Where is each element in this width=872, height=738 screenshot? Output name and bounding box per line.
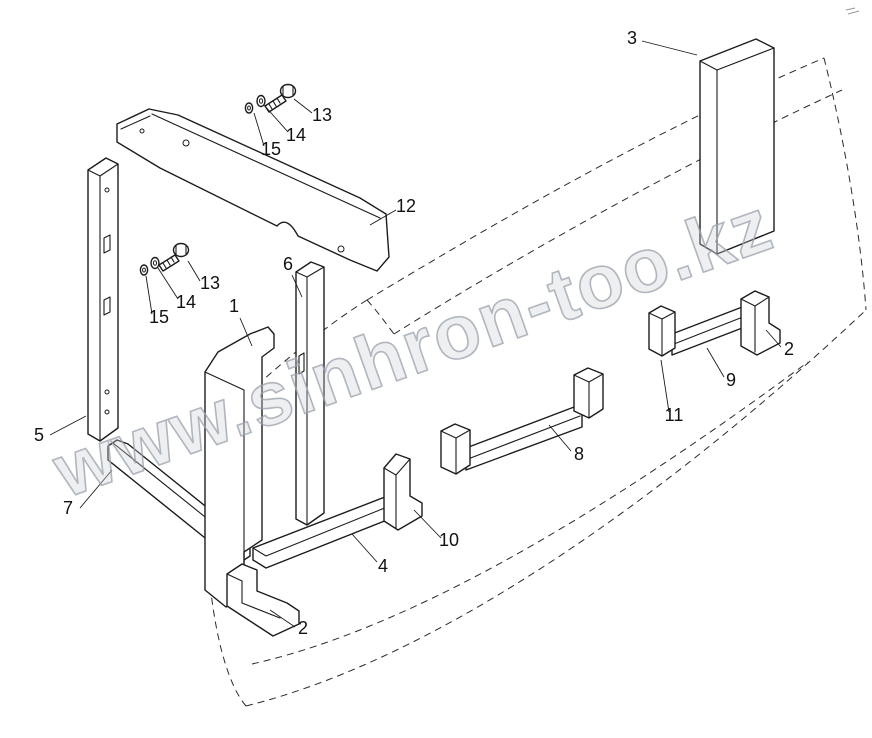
leader-lines xyxy=(49,40,782,628)
panel-hole xyxy=(337,245,345,253)
part-3-right-upright xyxy=(699,38,775,255)
leader-part14-top xyxy=(263,104,289,133)
leader-part6 xyxy=(291,274,303,298)
part-5-left-strip xyxy=(87,157,119,442)
leader-part1 xyxy=(239,317,253,347)
part-11-spacer-block xyxy=(648,305,676,357)
screw-13-top xyxy=(264,83,297,113)
leader-part9 xyxy=(706,347,725,378)
part-8-centre-bar xyxy=(440,367,604,475)
part-12-upper-panel xyxy=(116,108,390,272)
callout-part2-bottom: 2 xyxy=(298,618,308,638)
leader-part4 xyxy=(351,533,378,563)
panel-hole xyxy=(182,139,190,147)
callout-part15-mid: 15 xyxy=(149,307,169,327)
strip-hole xyxy=(104,409,110,415)
part-9-right-bar xyxy=(671,303,751,356)
callout-part3: 3 xyxy=(627,28,637,48)
callout-part13-mid: 13 xyxy=(200,273,220,293)
callout-part1: 1 xyxy=(229,296,239,316)
leader-part14-mid xyxy=(157,267,179,300)
corner-marking xyxy=(845,7,860,15)
callout-part6: 6 xyxy=(283,254,293,274)
panel-hole xyxy=(139,128,145,134)
part-2-bottom-bracket xyxy=(226,563,300,637)
callout-part8: 8 xyxy=(574,444,584,464)
part-6-narrow-upright xyxy=(295,261,325,526)
strip-hole xyxy=(104,389,110,395)
callout-part12: 12 xyxy=(396,196,416,216)
leader-part13-top xyxy=(293,98,313,114)
washer-14-top xyxy=(256,94,266,108)
callout-part2-right: 2 xyxy=(784,339,794,359)
leader-part15-top xyxy=(253,112,265,147)
leader-part10 xyxy=(413,509,442,539)
leader-part3 xyxy=(641,40,698,56)
part-10-riser-bracket xyxy=(383,453,423,531)
leader-part7 xyxy=(79,469,113,509)
strip-hole xyxy=(104,187,110,193)
callout-part9: 9 xyxy=(726,370,736,390)
part-2-right-bracket xyxy=(740,290,781,356)
washer-15-top xyxy=(244,102,254,114)
callout-part14-mid: 14 xyxy=(176,292,196,312)
part-4-cross-bar xyxy=(252,496,398,569)
callout-part4: 4 xyxy=(378,556,388,576)
leader-part2-right xyxy=(765,329,782,348)
washer-15-mid xyxy=(139,264,149,276)
callout-part11: 11 xyxy=(665,405,684,425)
callout-part15-top: 15 xyxy=(261,139,281,159)
callout-part10: 10 xyxy=(439,530,459,550)
washer-14-mid xyxy=(150,256,160,270)
callout-part13-top: 13 xyxy=(312,105,332,125)
leader-part11 xyxy=(660,359,670,413)
leader-part13-mid xyxy=(187,260,201,282)
leader-part2-bottom xyxy=(269,609,296,628)
leader-part15-mid xyxy=(145,275,153,315)
screw-13-mid xyxy=(158,242,190,272)
leader-part5 xyxy=(49,415,87,436)
callout-part7: 7 xyxy=(63,498,73,518)
callout-labels: 3 12 13 14 15 6 1 13 14 15 5 7 4 10 2 8 … xyxy=(34,28,794,638)
callout-part14-top: 14 xyxy=(286,125,306,145)
callout-part5: 5 xyxy=(34,425,44,445)
leader-part12 xyxy=(369,209,397,226)
leader-part8 xyxy=(548,424,572,452)
part-1-main-post xyxy=(204,326,275,608)
